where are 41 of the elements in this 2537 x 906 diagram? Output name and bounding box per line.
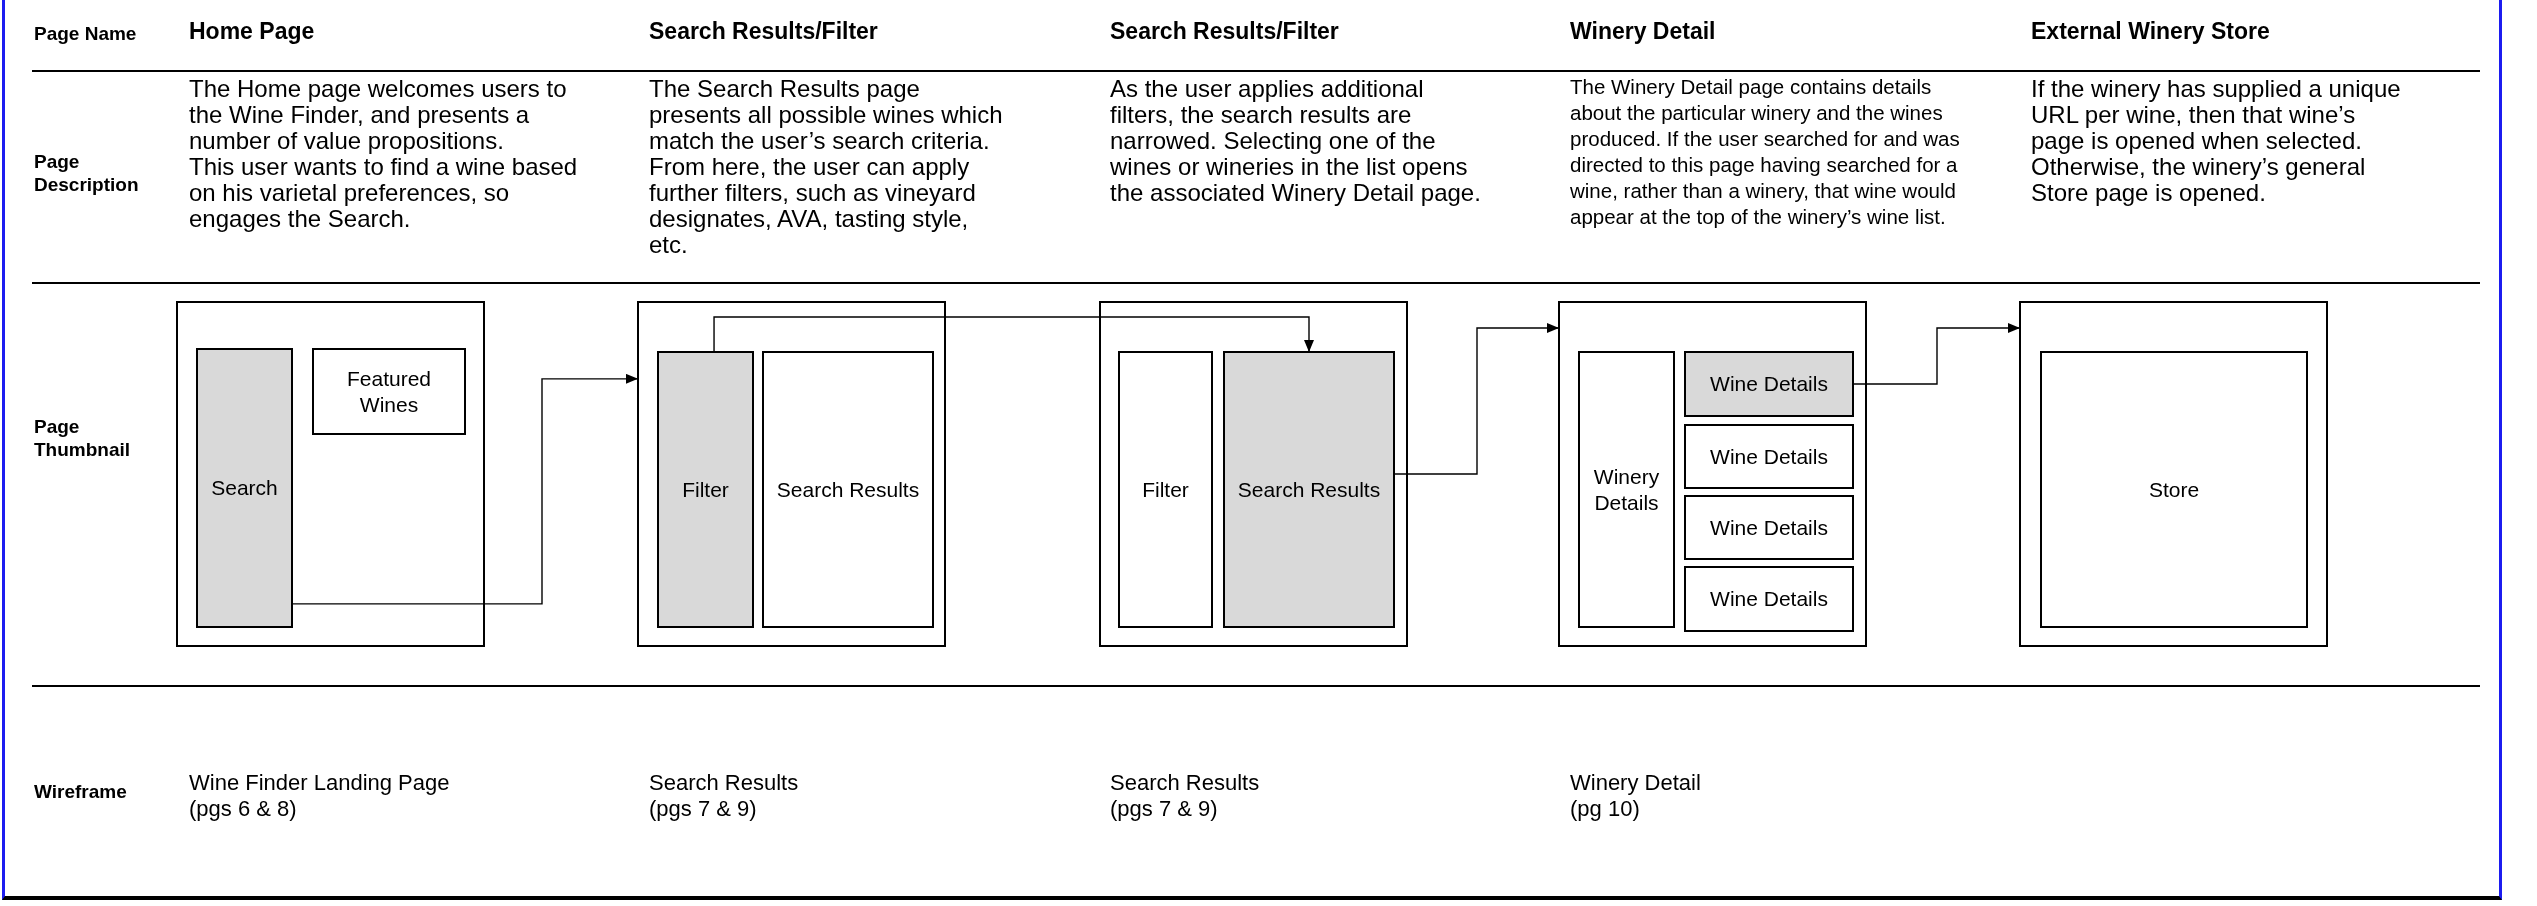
column-heading: Home Page: [189, 18, 315, 44]
arrow: [713, 316, 1314, 352]
row-heading: Wireframe: [34, 780, 127, 803]
panel: Search Results: [762, 351, 934, 628]
row-heading: Page Thumbnail: [34, 415, 132, 461]
panel: Filter: [657, 351, 754, 628]
panel: Wine Details: [1684, 351, 1854, 417]
panel: Wine Details: [1684, 424, 1854, 489]
panel: Wine Details: [1684, 566, 1854, 632]
row-heading: Page Name: [34, 22, 137, 45]
description-text: As the user applies additional filters, the search results are narrowed. Selecting one of the wines or wineries in the list opens the associated Winery Detail page.: [1110, 76, 1482, 206]
wireframe-name: Search Results (pgs 7 & 9): [1110, 770, 1261, 822]
row-heading: Page Description: [34, 150, 140, 196]
page-thumbnail: [1558, 301, 1867, 647]
description-text: If the winery has supplied a unique URL per wine, then that wine’s page is opened when selected. Otherwise, the winery’s general Store page is opened.: [2031, 76, 2402, 206]
description-text: The Search Results page presents all possible wines which match the user’s search criteria.: [649, 76, 1004, 154]
panel: Store: [2040, 351, 2308, 628]
page-thumbnail: [637, 301, 946, 647]
column-heading: Winery Detail: [1570, 18, 1716, 44]
description-text: From here, the user can apply further filters, such as vineyard designates, AVA, tasting style, etc.: [649, 154, 977, 258]
panel: Search Results: [1223, 351, 1395, 628]
wireframe-name: Winery Detail (pg 10): [1570, 770, 1702, 822]
arrow: [1394, 323, 1559, 475]
column-heading: Search Results/Filter: [1110, 18, 1339, 44]
panel: Search: [196, 348, 293, 628]
panel: Filter: [1118, 351, 1213, 628]
page-thumbnail: [176, 301, 485, 647]
column-heading: External Winery Store: [2031, 18, 2270, 44]
panel: Winery Details: [1578, 351, 1675, 628]
panel: Wine Details: [1684, 495, 1854, 560]
wireframe-name: Wine Finder Landing Page (pgs 6 & 8): [189, 770, 451, 822]
description-text: The Winery Detail page contains details about the particular winery and the wines produced. If the user searched for and was directed to this page having searched for a wine, rather than a winery, that wine would appear at the top of the winery’s wine list.: [1570, 74, 1961, 230]
page-thumbnail: [2019, 301, 2328, 647]
arrow: [1853, 323, 2020, 385]
page-thumbnail: [1099, 301, 1408, 647]
wireframe-name: Search Results (pgs 7 & 9): [649, 770, 800, 822]
arrow: [292, 373, 638, 605]
column-heading: Search Results/Filter: [649, 18, 878, 44]
panel: Featured Wines: [312, 348, 466, 435]
description-text: This user wants to find a wine based on his varietal preferences, so engages the Search.: [189, 154, 579, 232]
description-text: The Home page welcomes users to the Wine Finder, and presents a number of value propositions.: [189, 76, 568, 154]
